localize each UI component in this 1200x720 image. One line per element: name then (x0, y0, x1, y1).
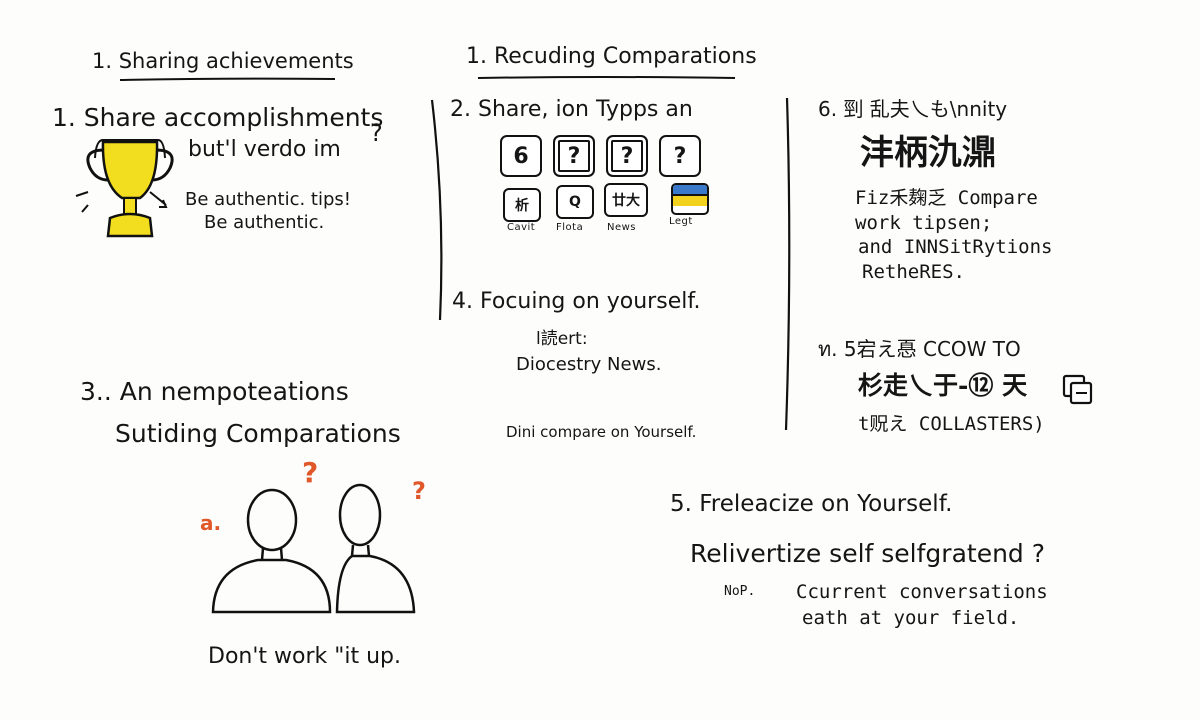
section-3-title: 3.. An nempoteations (80, 377, 349, 406)
icon-box-question-3: ? (659, 135, 701, 177)
section-4-line-1: l読ert: (536, 329, 588, 349)
section-1-question-mark: ? (370, 119, 383, 147)
icon-box-question-1: ? (553, 135, 595, 177)
question-mark-right: ? (412, 477, 426, 505)
small-box-search: Q (556, 185, 594, 219)
icon-box-six: 6 (500, 135, 542, 177)
section-5-title: 5. Freleacize on Yourself. (670, 491, 953, 517)
flag-icon (671, 183, 709, 215)
caption-cavit: Cavit (507, 222, 536, 233)
section-7-big-text: 杉走乀于-⑫ 天 (858, 371, 1028, 400)
question-mark-left: a. (200, 511, 222, 535)
left-header: 1. Sharing achievements (92, 49, 354, 73)
section-4-line-3: Dini compare on Yourself. (506, 423, 697, 441)
section-5-line-2: eath at your field. (802, 607, 1020, 629)
section-7-title: ท. 5宕え㥑 CCOW TO (818, 337, 1021, 361)
section-5-nop: NoP. (724, 584, 756, 599)
icon-box-question-2: ? (606, 135, 648, 177)
section-5-subtitle: Relivertize self selfgratend ? (690, 539, 1046, 568)
divider-left (430, 99, 443, 321)
caption-flota: Flota (556, 222, 584, 233)
question-mark-center: ? (302, 456, 319, 489)
section-6-line-1: Fiz禾麹乏 Compare (855, 187, 1038, 209)
section-3-subtitle: Sutiding Comparations (115, 419, 401, 448)
section-6-title: 6. 剄 乱夫乀も\nnity (818, 97, 1008, 121)
section-6-line-3: and INNSitRytions (858, 236, 1053, 258)
section-4-title: 4. Focuing on yourself. (452, 289, 701, 314)
caption-news: News (607, 222, 637, 233)
section-6-big-text: 沣柄氿濎 (860, 133, 996, 173)
section-3-caption: Don't work "it up. (208, 644, 401, 669)
section-7-line-2: t贶え COLLASTERS) (858, 413, 1045, 435)
section-4-line-2: Diocestry News. (516, 354, 662, 375)
small-box-char: 析 (503, 188, 541, 222)
section-5-line-1: Ccurrent conversations (796, 581, 1048, 603)
section-1-title: 1. Share accomplishments (52, 103, 384, 132)
section-1-subtitle: but'l verdo im (188, 137, 341, 162)
section-1-tip-1: Be authentic. tips! (185, 189, 352, 210)
section-6-line-2: work tipsen; (855, 212, 993, 234)
caption-legt: Legt (669, 216, 693, 227)
small-box-news: 廿大 (604, 183, 648, 217)
section-6-line-4: RetheRES. (862, 261, 965, 283)
mid-header: 1. Recuding Comparations (466, 44, 757, 69)
section-2-title: 2. Share, ion Typps an (450, 97, 693, 122)
divider-right (784, 97, 791, 431)
section-1-tip-2: Be authentic. (204, 212, 325, 233)
